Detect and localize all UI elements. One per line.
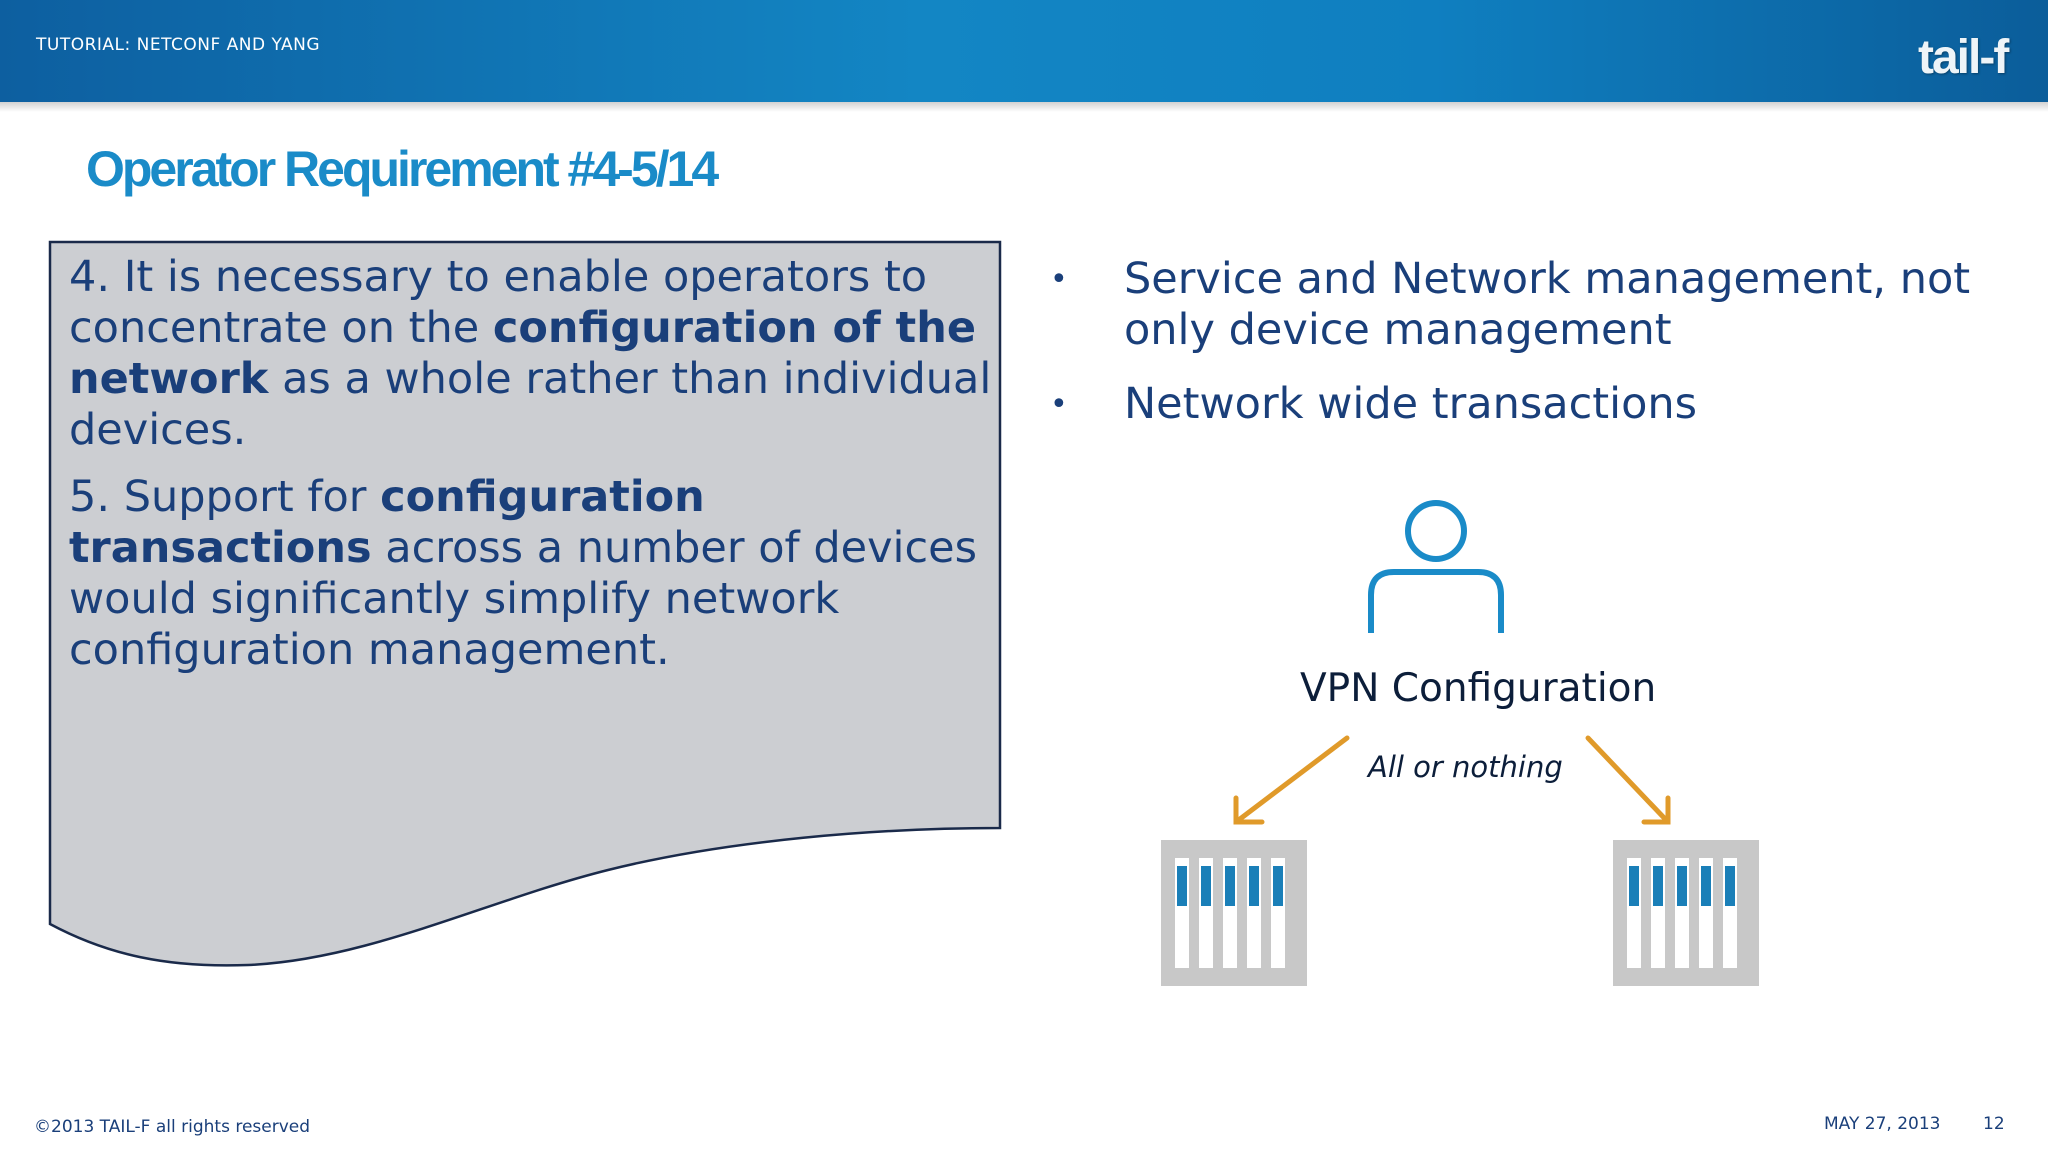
bullet-text: Service and Network management, not only…: [1124, 254, 1971, 355]
bullet-list: • Service and Network management, not on…: [1046, 254, 1986, 453]
requirement-4: 4. It is necessary to enable operators t…: [69, 252, 1009, 456]
tail-f-logo: tail-f: [1918, 31, 2009, 84]
requirement-5-bold: configuration transactions: [69, 472, 705, 573]
slide-title: Operator Requirement #4-5/14: [86, 141, 719, 197]
requirements-text: 4. It is necessary to enable operators t…: [69, 252, 1009, 680]
device-rack-graphic: [1627, 858, 1737, 968]
page-number: 12: [1983, 1114, 2005, 1134]
arrows-group: [1233, 735, 1671, 825]
requirement-5: 5. Support for configuration transaction…: [69, 472, 1009, 676]
copyright-footer: ©2013 TAIL-F all rights reserved: [34, 1117, 311, 1137]
device-rack-graphic: [1175, 858, 1285, 968]
vpn-configuration-label: VPN Configuration: [1300, 666, 1657, 711]
bullet-text: Network wide transactions: [1124, 379, 1698, 429]
bullet-marker: •: [1050, 387, 1068, 422]
network-device-icon: [1161, 840, 1307, 986]
arrow-icon: [1585, 735, 1671, 825]
network-device-icon: [1613, 840, 1759, 986]
requirement-4-bold: configuration of the network: [69, 303, 976, 404]
document-shape: [48, 240, 1002, 967]
bullet-marker: •: [1050, 262, 1068, 297]
requirement-4-suffix: as a whole rather than individual device…: [69, 354, 992, 455]
header-title: TUTORIAL: NETCONF AND YANG: [36, 35, 321, 55]
person-icon: [1368, 500, 1504, 633]
header-bar: [0, 0, 2048, 102]
all-or-nothing-label: All or nothing: [1368, 750, 1563, 784]
bullet-item: • Network wide transactions: [1046, 379, 1986, 430]
arrow-icon: [1233, 735, 1350, 825]
requirement-5-suffix: across a number of devices would signifi…: [69, 523, 977, 675]
requirement-4-prefix: 4. It is necessary to enable operators t…: [69, 252, 928, 353]
requirement-5-prefix: 5. Support for: [69, 472, 381, 522]
header-shadow: [0, 102, 2048, 112]
bullet-item: • Service and Network management, not on…: [1046, 254, 1986, 356]
footer-date: MAY 27, 2013: [1824, 1114, 1941, 1134]
